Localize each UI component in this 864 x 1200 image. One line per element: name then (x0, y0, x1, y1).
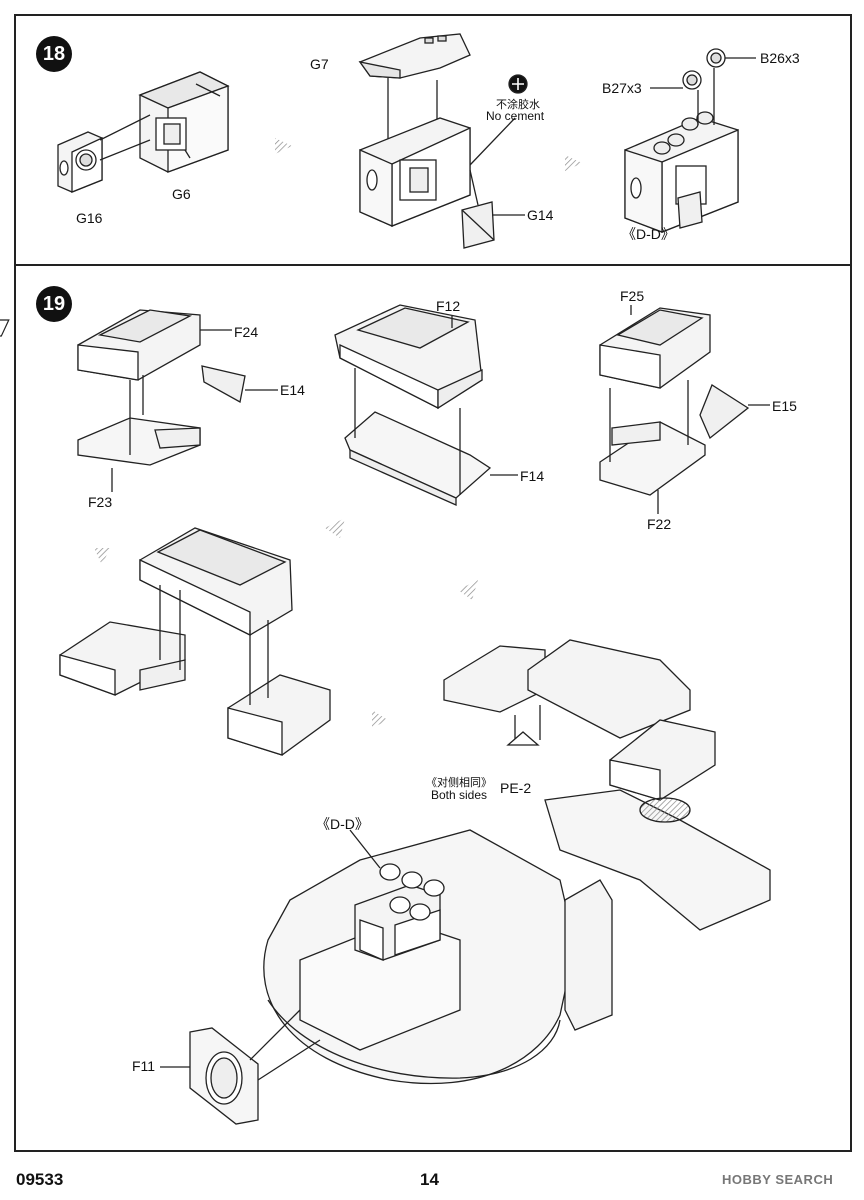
step-18-number: 18 (36, 36, 72, 72)
label-f24: F24 (234, 324, 259, 340)
label-e15: E15 (772, 398, 797, 414)
part-f22 (599, 421, 706, 496)
page-number: 14 (420, 1170, 439, 1189)
label-f23: F23 (88, 494, 113, 510)
label-no-cement-cn: 不涂胶水 (496, 99, 540, 111)
part-g6 (138, 71, 230, 173)
part-g14 (461, 201, 495, 249)
step-19-number: 19 (36, 286, 72, 322)
part-g7 (358, 33, 471, 79)
part-b27 (682, 70, 702, 90)
assembly-18-middle (359, 117, 471, 227)
label-f14: F14 (520, 468, 545, 484)
part-b26 (706, 48, 726, 68)
label-pe2: PE-2 (500, 780, 532, 796)
label-e14: E14 (280, 382, 305, 398)
part-e14 (201, 365, 246, 404)
step-18-panel (14, 14, 852, 266)
label-g6: G6 (172, 186, 191, 202)
label-b27: B27x3 (602, 80, 642, 96)
part-f23 (77, 417, 201, 466)
label-dd-18: 《D-D》 (622, 226, 675, 242)
turret-hull (263, 789, 771, 1085)
label-f12: F12 (436, 298, 461, 314)
label-no-cement-en: No cement (486, 109, 545, 123)
label-g7: G7 (310, 56, 329, 72)
part-f24 (0, 309, 201, 381)
part-f12 (334, 304, 483, 410)
label-both-sides-cn: 《对侧相同》 (426, 777, 492, 789)
label-both-sides-en: Both sides (431, 788, 488, 802)
part-f11 (189, 1027, 259, 1125)
label-dd-19: 《D-D》 (316, 816, 369, 832)
product-code: 09533 (16, 1170, 64, 1189)
part-f14 (344, 411, 492, 506)
watermark-brand: HOBBY SEARCH (722, 1172, 834, 1187)
label-g14: G14 (527, 207, 554, 223)
part-f25 (599, 307, 711, 389)
assembly-19-left (59, 527, 331, 756)
assembly-d-d-step18 (624, 111, 739, 233)
part-e15 (699, 384, 750, 440)
label-b26: B26x3 (760, 50, 800, 66)
label-g16: G16 (76, 210, 103, 226)
step-19-panel (14, 266, 852, 1152)
part-g16 (57, 131, 103, 193)
label-f25: F25 (620, 288, 645, 304)
assembly-19-right (443, 639, 716, 801)
label-f11: F11 (132, 1058, 156, 1074)
label-f22: F22 (647, 516, 672, 532)
